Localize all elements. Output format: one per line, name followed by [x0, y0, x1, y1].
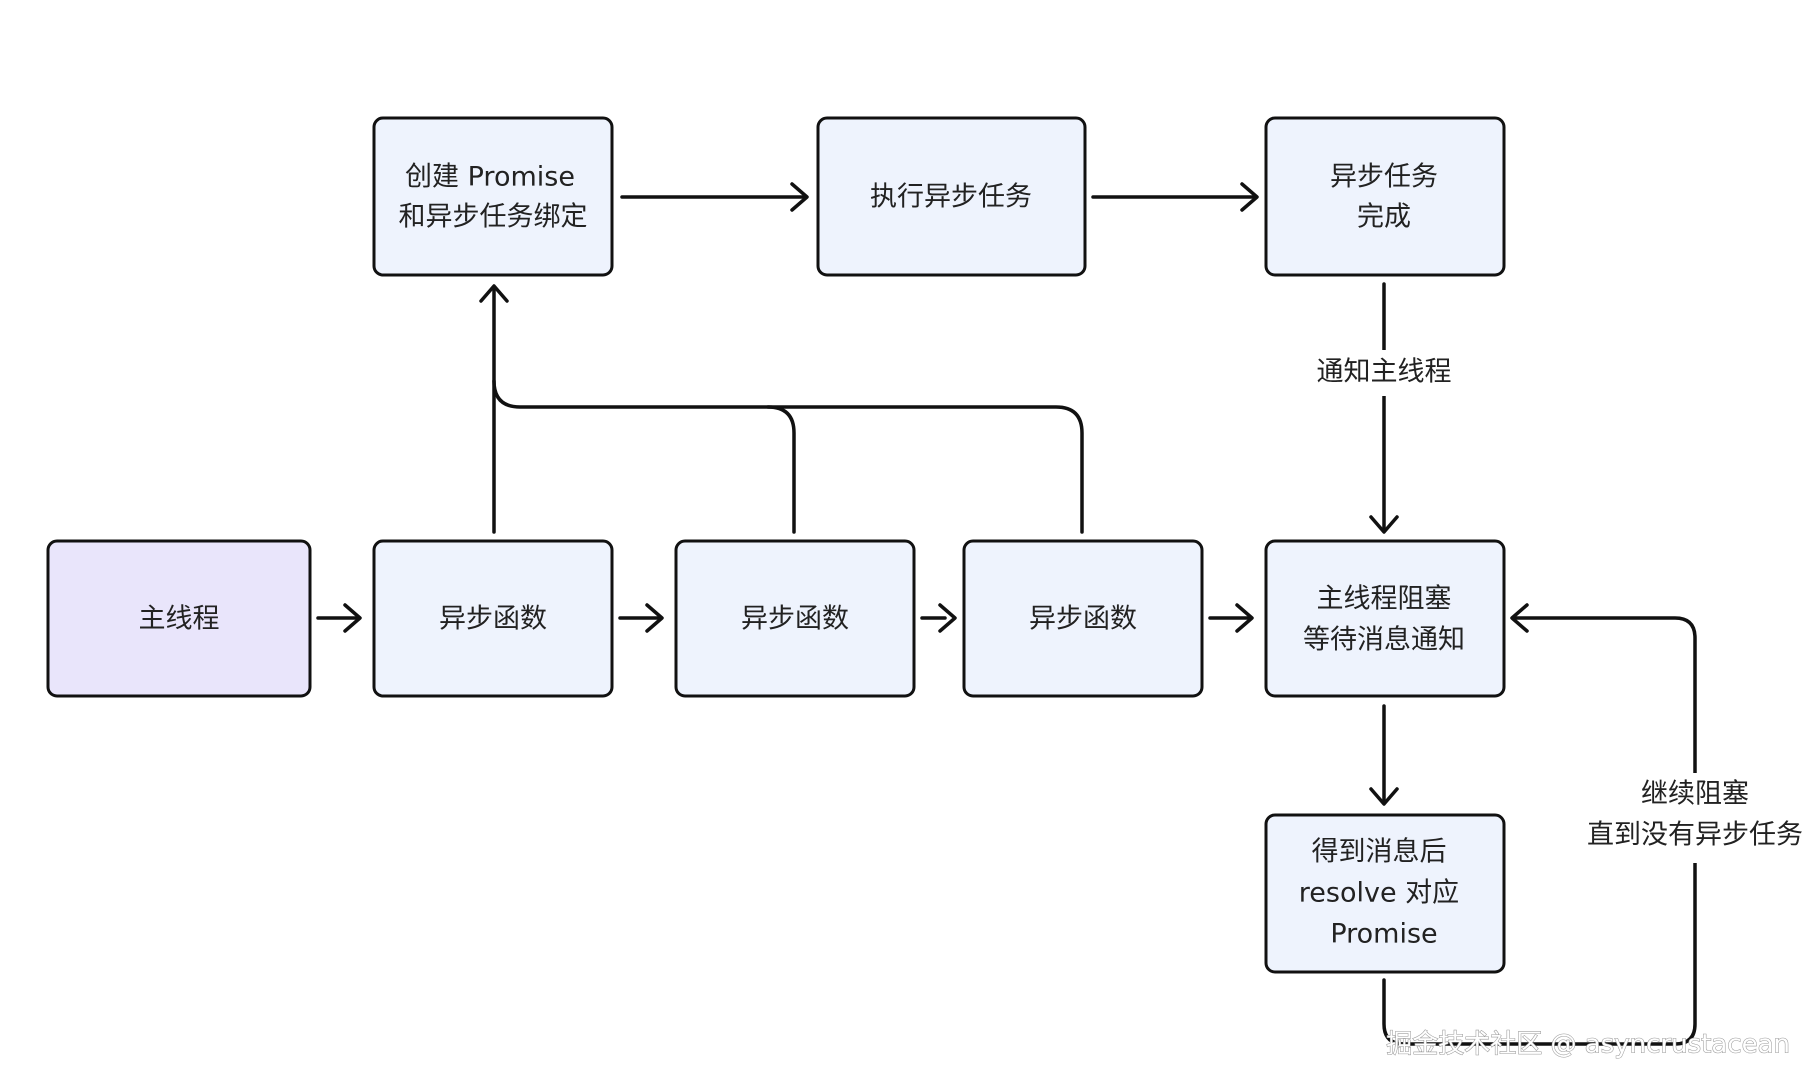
svg-text:完成: 完成 [1357, 202, 1411, 233]
svg-text:Promise: Promise [1330, 919, 1437, 950]
node-async-task-done: 异步任务 完成 [1264, 116, 1506, 277]
svg-text:异步函数: 异步函数 [439, 604, 547, 635]
svg-text:异步函数: 异步函数 [1029, 604, 1137, 635]
node-async-function-2: 异步函数 [674, 539, 916, 698]
svg-text:继续阻塞: 继续阻塞 [1641, 779, 1749, 810]
node-async-function-3: 异步函数 [962, 539, 1204, 698]
svg-text:得到消息后: 得到消息后 [1312, 837, 1447, 868]
watermark: 掘金技术社区 @ asyncrustacean [1386, 1030, 1790, 1060]
node-async-function-1: 异步函数 [372, 539, 614, 698]
svg-text:等待消息通知: 等待消息通知 [1303, 625, 1465, 656]
edge-resolve-loop-back [1382, 616, 1697, 1046]
svg-text:异步函数: 异步函数 [741, 604, 849, 635]
node-resolve-promise: 得到消息后 resolve 对应 Promise [1264, 813, 1506, 974]
edge-label-notify-main: 通知主线程 [1300, 350, 1468, 396]
svg-text:主线程: 主线程 [139, 604, 220, 635]
svg-text:异步任务: 异步任务 [1330, 162, 1438, 193]
svg-text:主线程阻塞: 主线程阻塞 [1317, 584, 1452, 615]
svg-text:执行异步任务: 执行异步任务 [870, 182, 1032, 213]
svg-text:直到没有异步任务: 直到没有异步任务 [1587, 820, 1803, 851]
svg-text:通知主线程: 通知主线程 [1317, 357, 1452, 388]
svg-text:和异步任务绑定: 和异步任务绑定 [399, 202, 588, 233]
node-main-thread: 主线程 [46, 539, 312, 698]
edge-label-keep-blocking: 继续阻塞 直到没有异步任务 [1575, 773, 1810, 863]
node-create-promise: 创建 Promise 和异步任务绑定 [372, 116, 614, 277]
node-main-thread-blocked: 主线程阻塞 等待消息通知 [1264, 539, 1506, 698]
edge-async3-to-create [766, 405, 1084, 534]
edge-async2-to-create [492, 379, 796, 534]
edges [316, 182, 1697, 1046]
svg-text:resolve 对应: resolve 对应 [1299, 878, 1459, 909]
svg-text:创建 Promise: 创建 Promise [405, 162, 575, 193]
node-run-async-task: 执行异步任务 [816, 116, 1087, 277]
